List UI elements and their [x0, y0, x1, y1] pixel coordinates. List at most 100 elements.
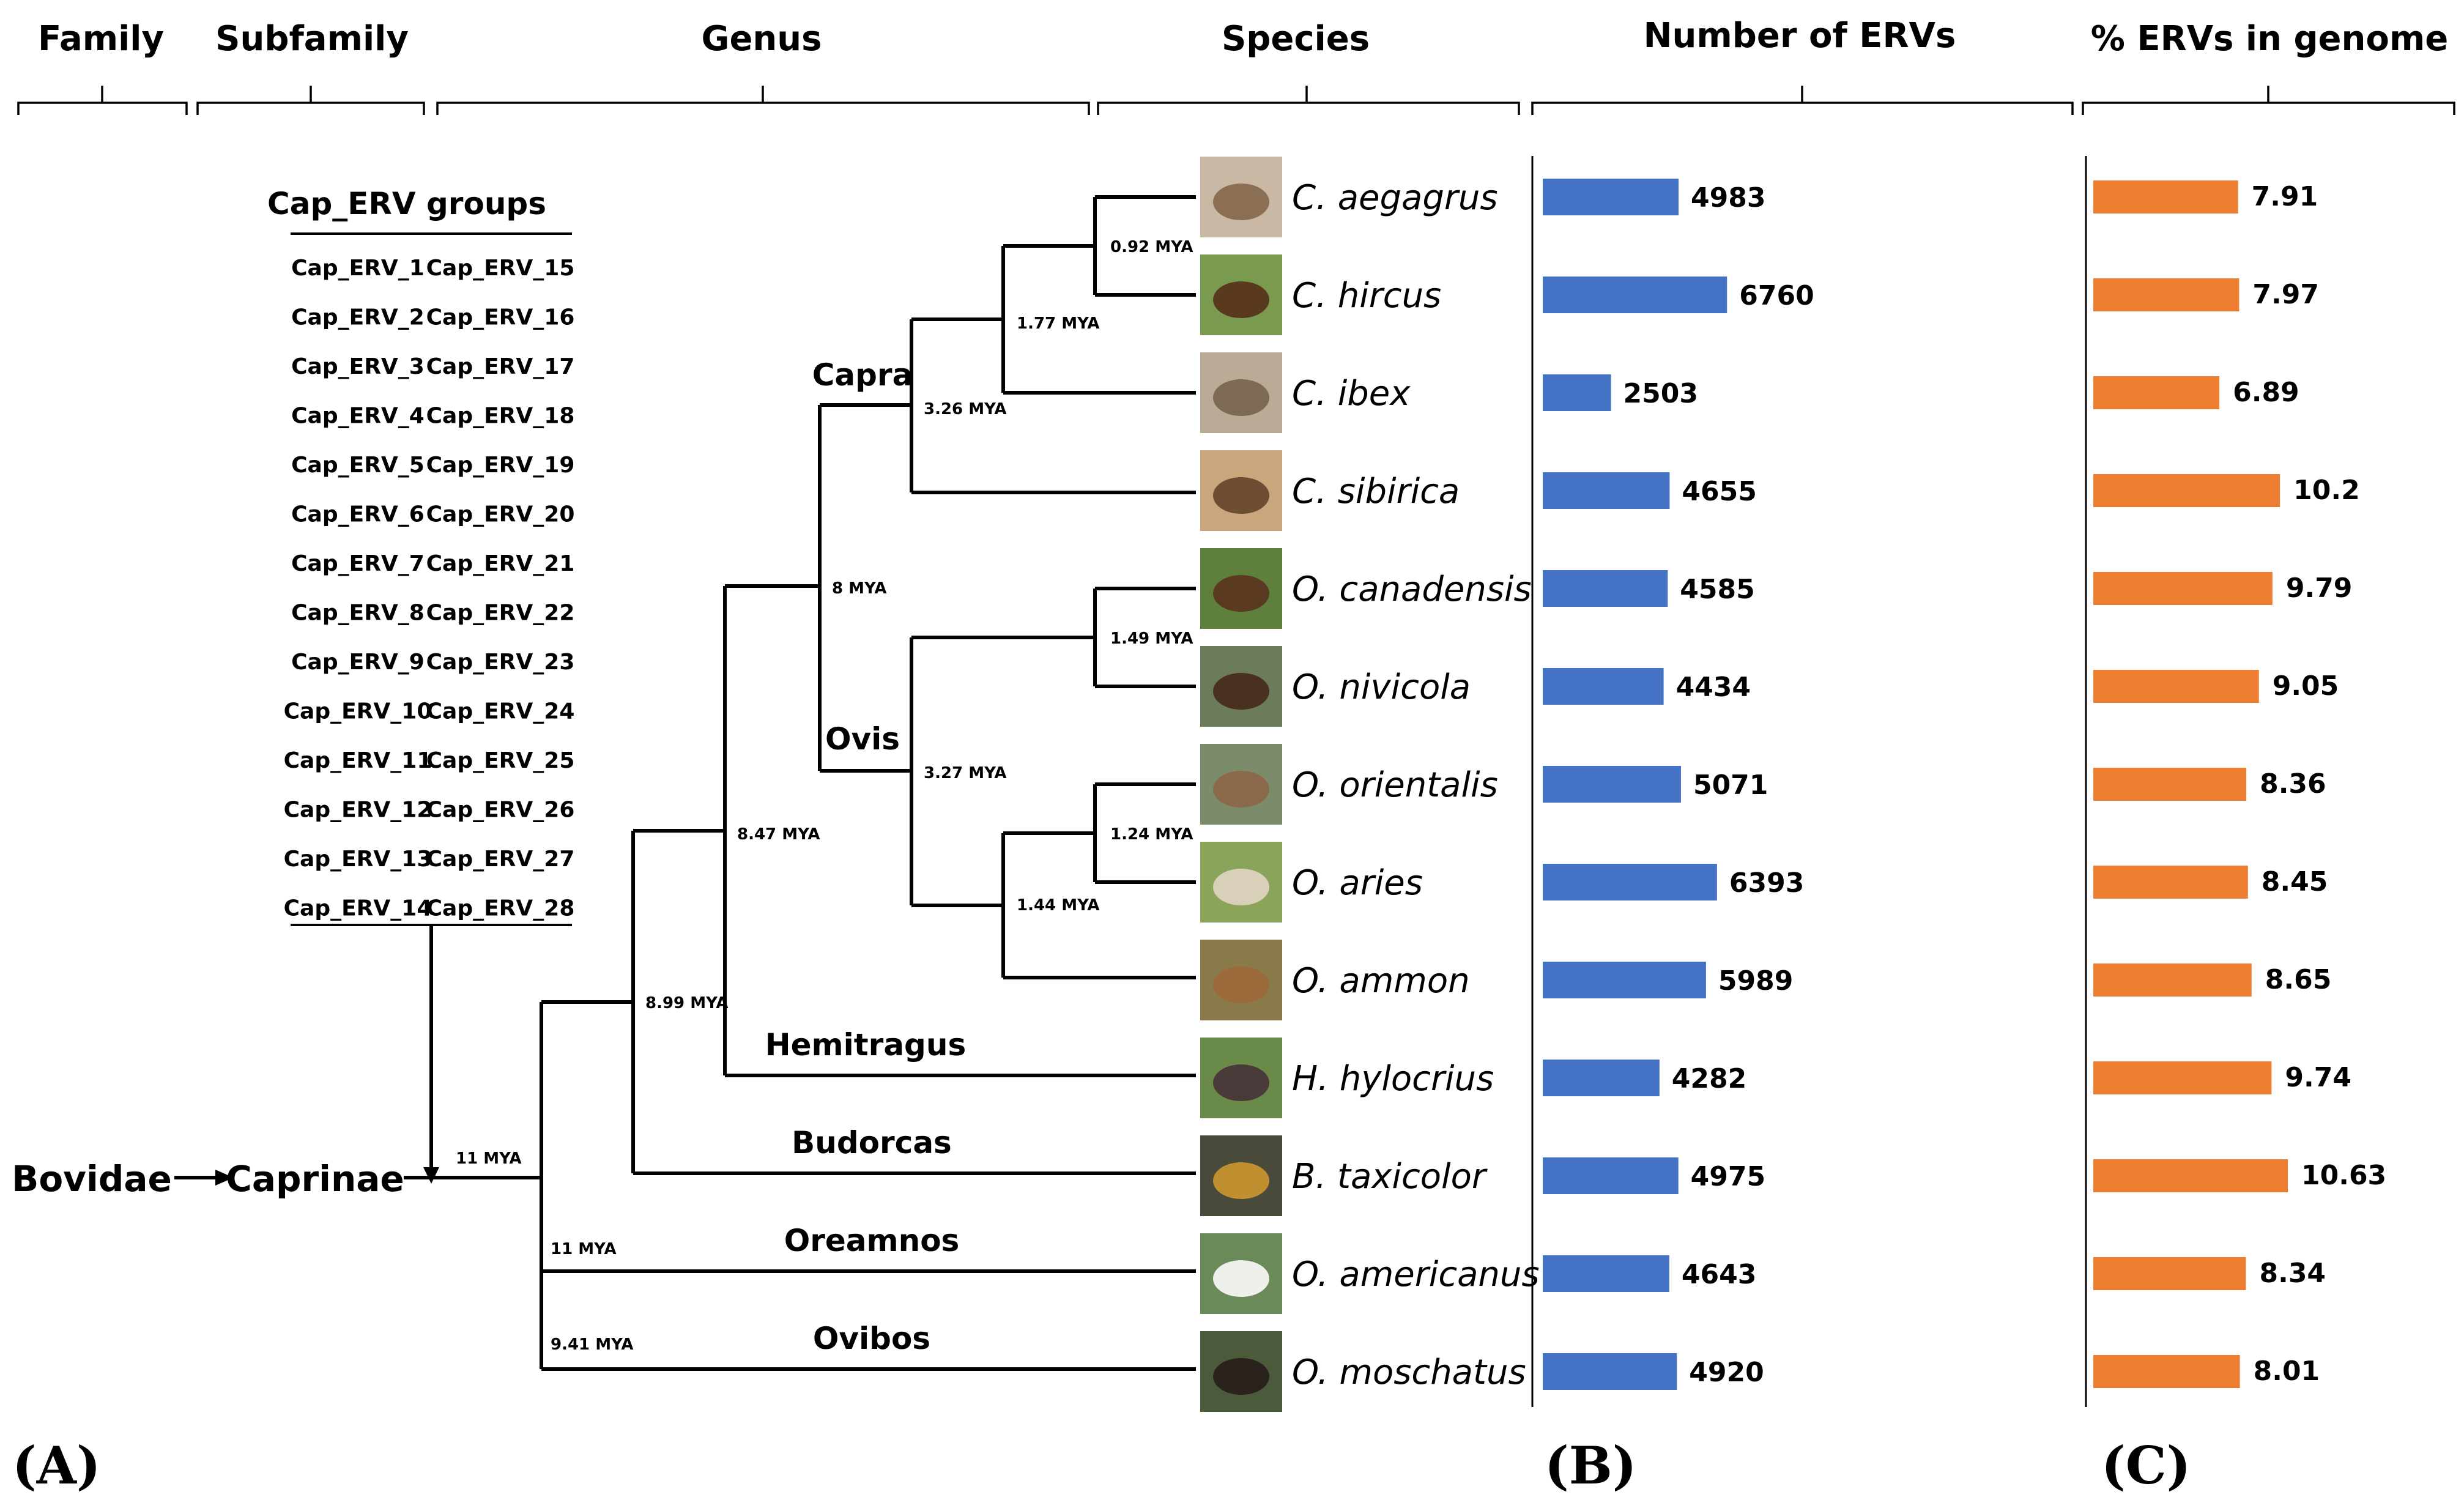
divergence-label: 8 MYA	[832, 579, 886, 598]
bracket-subfamily	[196, 86, 425, 115]
number-value-label: 5989	[1718, 965, 1793, 997]
genus-ovis: Ovis	[825, 721, 900, 757]
family-arrow-head	[215, 1170, 234, 1186]
panel-label-c: (C)	[2101, 1435, 2191, 1496]
percent-value-label: 8.01	[2254, 1356, 2320, 1387]
number-bar	[1543, 472, 1670, 509]
bracket-species	[1097, 86, 1520, 115]
erv-group-label: Cap_ERV_27	[426, 847, 575, 872]
genus-budorcas: Budorcas	[792, 1125, 952, 1160]
erv-group-label: Cap_ERV_9	[291, 650, 425, 675]
divergence-label: 1.24 MYA	[1110, 825, 1193, 844]
animal-silhouette	[1213, 477, 1269, 514]
divergence-label: 11 MYA	[551, 1240, 617, 1258]
genus-capra: Capra	[812, 357, 913, 393]
number-value-label: 4282	[1672, 1063, 1746, 1094]
species-photos	[1200, 157, 1282, 1412]
percent-value-label: 8.45	[2262, 866, 2328, 897]
percent-value-label: 6.89	[2233, 377, 2299, 408]
animal-silhouette	[1213, 379, 1269, 416]
erv-group-label: Cap_ERV_1	[291, 256, 425, 281]
erv-group-label: Cap_ERV_10	[284, 699, 432, 724]
erv-group-label: Cap_ERV_23	[426, 650, 575, 675]
percent-bar	[2093, 278, 2239, 311]
header-genus: Genus	[701, 19, 822, 59]
erv-group-label: Cap_ERV_21	[426, 551, 575, 576]
erv-arrow-head	[423, 1167, 439, 1184]
genus-ovibos: Ovibos	[813, 1321, 930, 1356]
erv-group-label: Cap_ERV_8	[291, 601, 425, 626]
percent-bar	[2093, 768, 2247, 801]
erv-group-label: Cap_ERV_5	[291, 453, 425, 478]
percent-value-label: 7.97	[2252, 279, 2319, 310]
number-bar	[1543, 277, 1727, 313]
animal-silhouette	[1213, 184, 1269, 220]
number-bar	[1543, 570, 1668, 607]
header-percent-ervs: % ERVs in genome	[2091, 19, 2448, 59]
species-name: O. canadensis	[1292, 570, 1532, 609]
bracket-number	[1531, 86, 2074, 115]
erv-group-label: Cap_ERV_22	[426, 601, 575, 626]
percent-value-label: 9.79	[2286, 573, 2353, 604]
number-value-label: 4975	[1691, 1161, 1765, 1192]
divergence-label: 0.92 MYA	[1110, 238, 1193, 256]
species-name: H. hylocrius	[1292, 1059, 1494, 1099]
animal-silhouette	[1213, 771, 1269, 808]
erv-group-label: Cap_ERV_25	[426, 748, 575, 773]
animal-silhouette	[1213, 1064, 1269, 1101]
number-value-label: 4434	[1676, 672, 1751, 703]
divergence-label: 1.77 MYA	[1017, 314, 1100, 333]
percent-bar	[2093, 474, 2280, 507]
bracket-percent	[2082, 86, 2455, 115]
percent-bar	[2093, 376, 2220, 409]
divergence-label: 3.27 MYA	[924, 764, 1007, 782]
animal-silhouette	[1213, 673, 1269, 710]
erv-group-label: Cap_ERV_3	[291, 354, 425, 379]
erv-group-label: Cap_ERV_20	[426, 502, 575, 527]
erv-group-label: Cap_ERV_6	[291, 502, 425, 527]
species-name: C. sibirica	[1292, 472, 1460, 511]
percent-bar	[2093, 1159, 2288, 1192]
number-value-label: 4655	[1682, 476, 1756, 507]
erv-group-label: Cap_ERV_11	[284, 748, 432, 773]
panel-label-b: (B)	[1545, 1435, 1637, 1496]
erv-group-label: Cap_ERV_7	[291, 551, 425, 576]
number-bar	[1543, 1255, 1669, 1292]
percent-bar	[2093, 866, 2248, 899]
divergence-label: 1.44 MYA	[1017, 896, 1100, 915]
erv-group-label: Cap_ERV_16	[426, 305, 575, 330]
percent-value-label: 10.63	[2301, 1160, 2386, 1191]
erv-group-label: Cap_ERV_28	[426, 896, 575, 921]
divergence-label: 11 MYA	[456, 1149, 522, 1168]
panel-label-a: (A)	[12, 1435, 101, 1496]
species-name: B. taxicolor	[1292, 1157, 1488, 1197]
percent-bar	[2093, 1257, 2246, 1290]
number-value-label: 4585	[1680, 574, 1754, 605]
animal-silhouette	[1213, 575, 1269, 612]
number-bar	[1543, 1353, 1677, 1390]
number-value-label: 4983	[1691, 182, 1765, 213]
number-value-label: 6393	[1729, 867, 1804, 899]
erv-group-label: Cap_ERV_26	[426, 798, 575, 823]
subfamily-caprinae: Caprinae	[226, 1158, 404, 1200]
species-name: C. aegagrus	[1292, 178, 1498, 218]
header-family: Family	[38, 19, 164, 59]
header-brackets	[17, 86, 2455, 115]
number-bar	[1543, 179, 1679, 215]
bracket-genus	[436, 86, 1090, 115]
header-number-of-ervs: Number of ERVs	[1644, 16, 1956, 56]
header-subfamily: Subfamily	[215, 19, 409, 59]
number-bar	[1543, 766, 1681, 803]
number-bar	[1543, 374, 1611, 411]
divergence-label: 8.47 MYA	[737, 825, 820, 844]
erv-group-label: Cap_ERV_4	[291, 404, 425, 429]
number-value-label: 5071	[1693, 770, 1768, 801]
percent-bar	[2093, 670, 2259, 703]
number-bar	[1543, 962, 1706, 998]
header-species: Species	[1222, 19, 1370, 59]
family-bovidae: Bovidae	[12, 1158, 172, 1200]
